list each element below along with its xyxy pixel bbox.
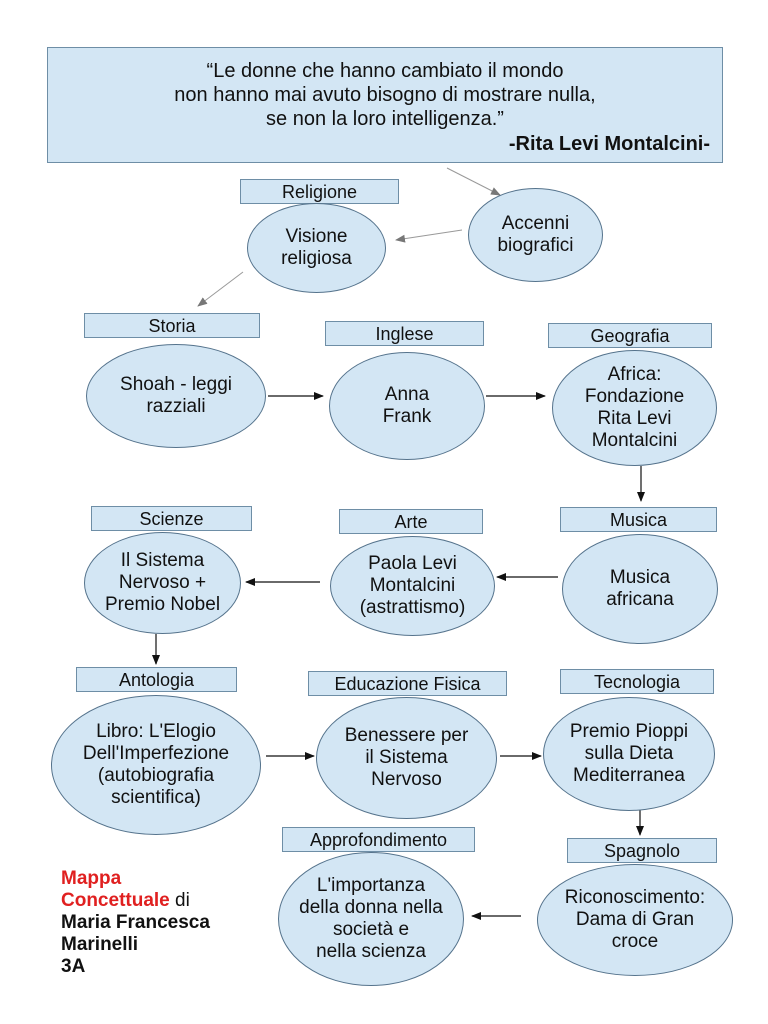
author-credit: Mappa Concettuale di Maria Francesca Mar… [61, 868, 210, 978]
credit-class: 3A [61, 956, 86, 977]
node-paola-levi: Paola Levi Montalcini (astrattismo) [330, 536, 495, 636]
node-visione-religiosa: Visione religiosa [247, 203, 386, 293]
label-spagnolo: Spagnolo [567, 838, 717, 863]
label-inglese: Inglese [325, 321, 484, 346]
node-premio-pioppi: Premio Pioppi sulla Dieta Mediterranea [543, 697, 715, 811]
node-dama-gran-croce: Riconoscimento: Dama di Gran croce [537, 864, 733, 976]
credit-name-first: Maria Francesca [61, 912, 210, 933]
label-storia: Storia [84, 313, 260, 338]
quote-box: “Le donne che hanno cambiato il mondo no… [47, 47, 723, 163]
quote-line-2: non hanno mai avuto bisogno di mostrare … [174, 84, 596, 106]
arrow-quote-to-accenni [446, 167, 501, 196]
arrow-accenni-to-religione [395, 229, 463, 243]
label-scienze: Scienze [91, 506, 252, 531]
label-educazione-fisica: Educazione Fisica [308, 671, 507, 696]
credit-name-last: Marinelli [61, 934, 139, 955]
node-shoah: Shoah - leggi razziali [86, 344, 266, 448]
quote-line-3: se non la loro intelligenza.” [266, 108, 504, 130]
node-sistema-nervoso: Il Sistema Nervoso + Premio Nobel [84, 532, 241, 634]
node-anna-frank: Anna Frank [329, 352, 485, 460]
credit-concettuale: Concettuale [61, 890, 170, 911]
arrow-religione-to-storia [197, 271, 244, 307]
node-elogio-imperfezione: Libro: L'Elogio Dell'Imperfezione (autob… [51, 695, 261, 835]
node-benessere: Benessere per il Sistema Nervoso [316, 697, 497, 819]
node-importanza-donna: L'importanza della donna nella società e… [278, 852, 464, 986]
label-antologia: Antologia [76, 667, 237, 692]
node-fondazione: Africa: Fondazione Rita Levi Montalcini [552, 350, 717, 466]
label-religione: Religione [240, 179, 399, 204]
label-geografia: Geografia [548, 323, 712, 348]
label-arte: Arte [339, 509, 483, 534]
label-musica: Musica [560, 507, 717, 532]
label-approfondimento: Approfondimento [282, 827, 475, 852]
node-accenni-biografici: Accenni biografici [468, 188, 603, 282]
quote-line-1: “Le donne che hanno cambiato il mondo [206, 60, 564, 82]
quote-author: -Rita Levi Montalcini- [508, 133, 710, 155]
label-tecnologia: Tecnologia [560, 669, 714, 694]
credit-di: di [169, 890, 190, 911]
node-musica-africana: Musica africana [562, 534, 718, 644]
credit-mappa: Mappa [61, 868, 122, 889]
